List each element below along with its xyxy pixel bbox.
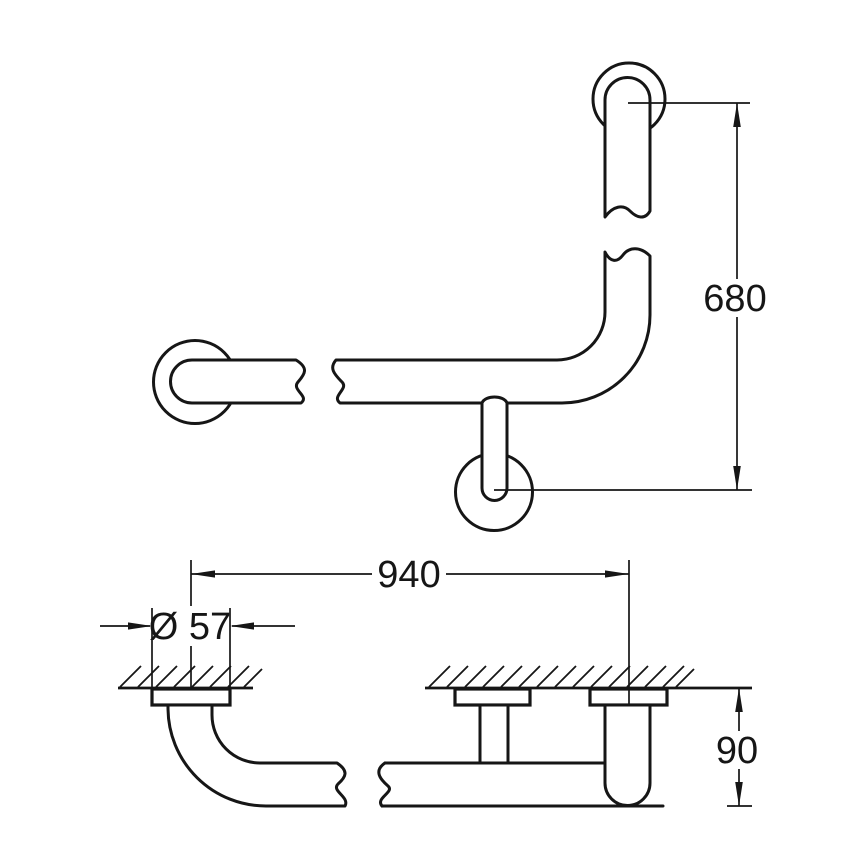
- dim-label-depth: 90: [716, 730, 758, 772]
- flange-plate-middle: [453, 687, 532, 707]
- bar-tube-elbow-segment: [331, 247, 652, 405]
- dim-arrow-down: [735, 782, 743, 806]
- bar-tube-upper-segment: [603, 76, 652, 219]
- hatching: [428, 665, 695, 688]
- dim-arrow-up: [733, 103, 741, 127]
- dim-wall-distance-90: 90: [716, 688, 758, 807]
- dim-arrow-left: [191, 570, 215, 578]
- dim-arrow-up: [735, 688, 743, 712]
- dim-height-680: 680: [494, 102, 767, 491]
- front-view: [118, 665, 752, 808]
- bar-tube-left-segment: [169, 358, 306, 405]
- dim-arrow-down: [733, 466, 741, 490]
- bar-end-curve-left: [166, 703, 348, 808]
- wall-surface-right: [425, 665, 752, 690]
- plan-view: [152, 61, 667, 532]
- dim-label-diameter: Ø 57: [149, 606, 231, 648]
- break-edge: [377, 761, 391, 808]
- dim-arrow-left: [230, 622, 254, 630]
- hatching: [119, 665, 263, 688]
- bar-end-right: [603, 703, 652, 807]
- dim-arrow-right: [128, 622, 152, 630]
- flange-plate-left: [150, 687, 232, 707]
- dim-arrow-right: [605, 570, 629, 578]
- dim-label-length: 940: [377, 554, 440, 596]
- dim-length-940: 940: [190, 554, 630, 705]
- support-stub: [480, 395, 509, 502]
- wall-surface-left: [118, 665, 263, 690]
- dim-flange-diameter-57: Ø 57: [100, 606, 295, 688]
- support-stem: [478, 703, 510, 765]
- dim-label-height: 680: [703, 278, 766, 320]
